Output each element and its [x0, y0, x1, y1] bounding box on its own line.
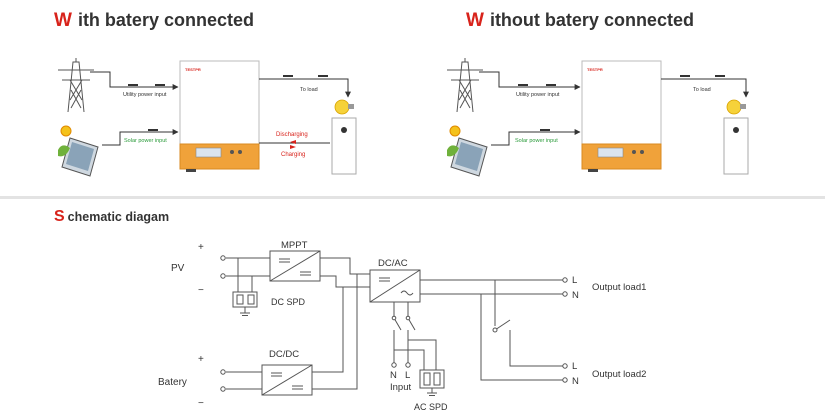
left-utility-label: Utility power input — [123, 92, 167, 98]
input-l-terminal — [405, 362, 411, 368]
input-n-terminal — [391, 362, 397, 368]
pv-minus-terminal — [220, 273, 226, 279]
battery-label: Batery — [158, 377, 187, 388]
input-switches — [393, 317, 416, 331]
input-n-label: N — [390, 370, 397, 381]
output-load2-label: Output load2 — [592, 369, 646, 380]
pv-plus-label: + — [198, 242, 204, 253]
right-brand-logo: TESTPR — [587, 67, 603, 72]
right-utility-label: Utility power input — [516, 92, 560, 98]
out2-l-label: L — [572, 361, 577, 372]
input-label: Input — [390, 382, 411, 393]
dcdc-converter — [261, 364, 313, 396]
pv-plus-terminal — [220, 255, 226, 261]
top-illustration-band — [0, 0, 825, 196]
right-load-label: To load — [693, 87, 711, 93]
section-divider — [0, 196, 825, 199]
out1-l-label: L — [572, 275, 577, 286]
out1-n-label: N — [572, 290, 579, 301]
battery-minus-label: − — [198, 398, 204, 409]
power-pylon-icon — [58, 58, 94, 113]
left-load-label: To load — [300, 87, 318, 93]
solar-panel-icon — [58, 125, 99, 177]
battery-minus-terminal — [220, 386, 226, 392]
right-solar-label: Solar power input — [515, 138, 558, 144]
out1-n-terminal — [562, 291, 568, 297]
load2-switch — [494, 319, 511, 331]
dc-spd — [232, 291, 258, 316]
schematic-diagram: PV + − DC SPD MPPT Batery + − — [158, 240, 646, 412]
out2-l-terminal — [562, 363, 568, 369]
left-solar-label: Solar power input — [124, 138, 167, 144]
left-brand-logo: TESTPR — [185, 67, 201, 72]
power-pylon-icon — [447, 58, 483, 113]
mppt-converter — [269, 250, 321, 282]
ac-spd — [419, 369, 445, 396]
battery-plus-label: + — [198, 354, 204, 365]
charging-label: Charging — [281, 152, 305, 158]
out1-l-terminal — [562, 277, 568, 283]
battery-cabinet — [723, 117, 749, 175]
discharging-label: Discharging — [276, 132, 308, 138]
dcdc-label: DC/DC — [269, 349, 299, 360]
right-inverter-unit: TESTPR — [581, 60, 662, 172]
dcac-label: DC/AC — [378, 258, 408, 269]
out2-n-terminal — [562, 377, 568, 383]
output-load1-label: Output load1 — [592, 282, 646, 293]
pv-label: PV — [171, 263, 185, 274]
battery-plus-terminal — [220, 369, 226, 375]
ac-spd-label: AC SPD — [414, 402, 448, 412]
out2-n-label: N — [572, 376, 579, 387]
light-bulb-icon — [726, 99, 746, 115]
right-panel: Utility power input Solar power input TE… — [447, 58, 749, 177]
mppt-label: MPPT — [281, 240, 308, 251]
light-bulb-icon — [334, 99, 354, 115]
solar-panel-icon — [447, 125, 488, 177]
battery-cabinet — [331, 117, 357, 175]
input-l-label: L — [405, 370, 410, 381]
left-panel: Utility power input Solar power input TE… — [58, 58, 357, 177]
dc-spd-label: DC SPD — [271, 297, 306, 307]
left-inverter-unit: TESTPR — [179, 60, 260, 172]
dcac-inverter — [369, 269, 421, 303]
pv-minus-label: − — [198, 285, 204, 296]
